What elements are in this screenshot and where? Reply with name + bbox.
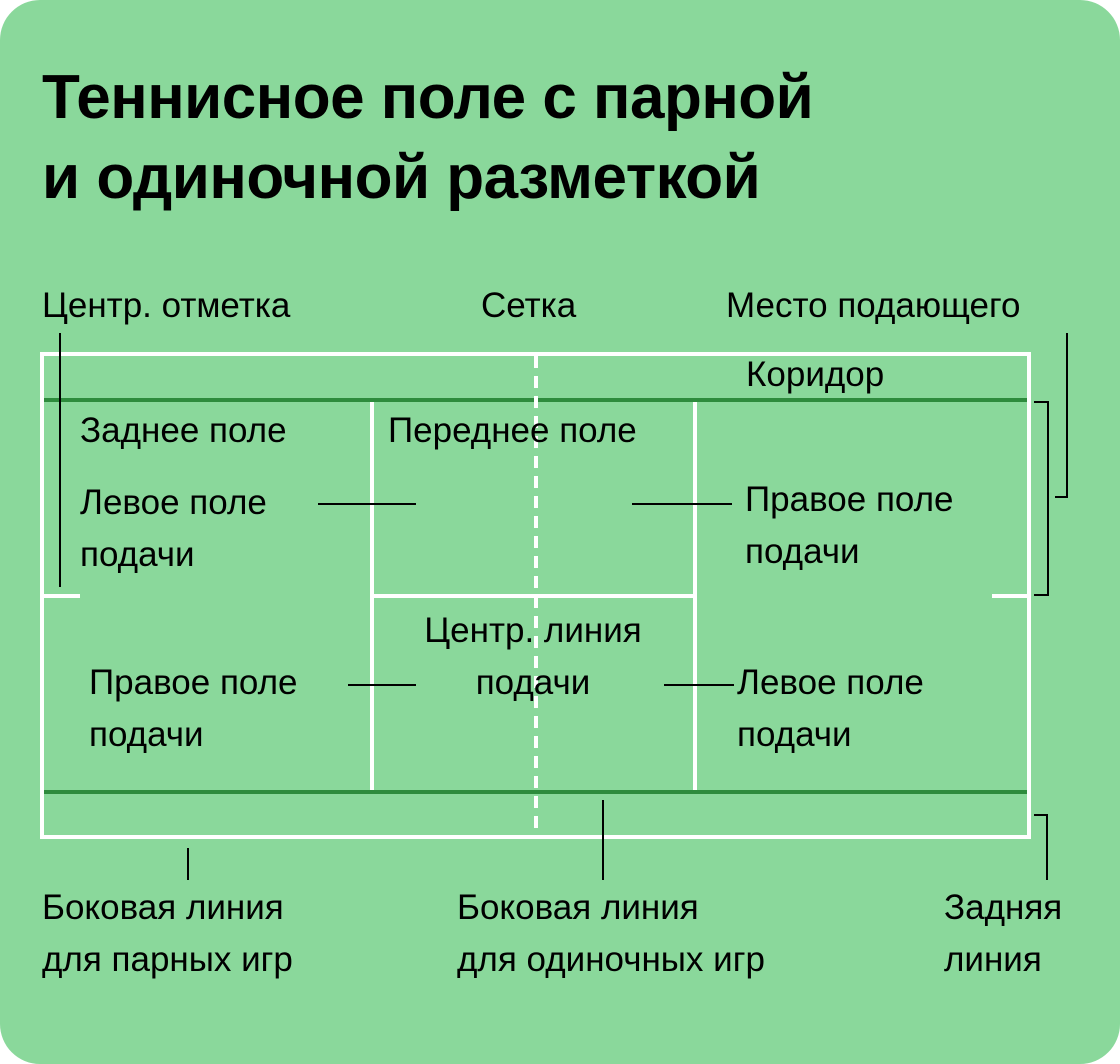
label-singles-sideline: Боковая линия для одиночных игр [457,882,765,986]
label-line: Боковая линия [457,888,699,927]
title-line-2: и одиночной разметкой [42,143,761,212]
label-line: подачи [745,532,860,571]
label-line: Правое поле [745,480,954,519]
pointer-server-place [1055,333,1068,498]
label-line: для парных игр [42,940,293,979]
label-line: Боковая линия [42,888,284,927]
label-center-mark: Центр. отметка [42,286,291,325]
label-line: подачи [737,715,852,754]
diagram-title: Теннисное поле с парной и одиночной разм… [42,58,814,218]
label-line: линия [944,940,1042,979]
label-back-court: Заднее поле [80,411,287,450]
label-net: Сетка [481,286,577,325]
pointer-baseline [1034,814,1048,880]
label-front-court: Переднее поле [388,411,637,450]
label-center-service-line: Центр. линия подачи [398,605,668,709]
label-baseline: Задняя линия [944,882,1062,986]
label-line: для одиночных игр [457,940,765,979]
label-line: Левое поле [737,663,924,702]
bracket-back-area [1034,401,1049,596]
label-line: подачи [80,535,195,574]
label-line: подачи [475,663,591,702]
label-doubles-sideline: Боковая линия для парных игр [42,882,293,986]
label-left-service-top: Левое поле подачи [80,477,267,581]
label-right-service-bottom: Правое поле подачи [89,657,297,761]
label-alley: Коридор [746,355,885,394]
label-left-service-bottom: Левое поле подачи [737,657,924,761]
title-line-1: Теннисное поле с парной [42,63,814,132]
label-line: Задняя [944,888,1063,927]
label-line: подачи [89,715,204,754]
label-line: Центр. линия [424,611,642,650]
label-line: Правое поле [89,663,298,702]
label-server-place: Место подающего [726,286,1021,325]
label-right-service-top: Правое поле подачи [745,474,953,578]
label-line: Левое поле [80,483,267,522]
